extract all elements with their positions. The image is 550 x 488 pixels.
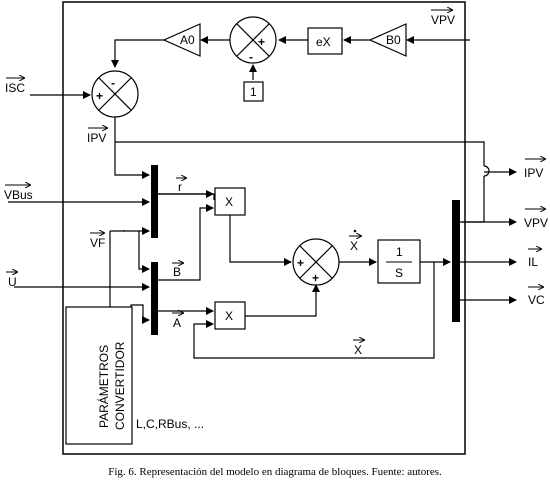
exp-block (307, 27, 343, 55)
signal-ipv-label: IPV (87, 131, 106, 145)
signal-x-label: X (354, 343, 362, 357)
output-vc-label: VC (528, 293, 545, 307)
gain-a0 (162, 23, 201, 57)
signal-xdot-label: X (350, 239, 358, 253)
constant-one-block (243, 81, 264, 102)
multiplier-top-label: X (225, 195, 233, 209)
sum-middle-plus-left: + (297, 256, 304, 270)
mux-bar-bottom (151, 262, 158, 335)
figure-caption: Fig. 6. Representación del modelo en dia… (108, 466, 442, 478)
exp-block-label: eX (316, 35, 331, 49)
sum-isc-plus: + (96, 89, 103, 103)
output-ipv-label: IPV (524, 166, 543, 180)
demux-bar-right (452, 200, 460, 322)
output-il-label: IL (528, 255, 538, 269)
signal-vf-label: VF (90, 236, 105, 250)
sum-isc-minus: - (111, 76, 115, 90)
input-vbus-label: VBus (4, 188, 33, 202)
sum-middle-plus-bottom: + (312, 271, 319, 285)
signal-r-label: r (178, 180, 182, 194)
converter-parameters-block (65, 306, 133, 445)
signal-b-label: B (173, 265, 181, 279)
mux-bar-top (151, 165, 158, 238)
sum-top-plus: + (258, 35, 265, 49)
input-isc-label: ISC (5, 81, 25, 95)
gain-a0-label: A0 (180, 33, 195, 47)
block-diagram: B0 eX + - 1 A0 - + PARÁMETROS CONVERTIDO… (4, 1, 548, 455)
multiplier-top (214, 187, 246, 216)
sum-top-minus: - (249, 50, 253, 64)
multiplier-bottom-label: X (225, 309, 233, 323)
params-subtitle: CONVERTIDOR (113, 341, 127, 430)
constant-one-label: 1 (250, 85, 257, 99)
gain-b0-label: B0 (386, 33, 401, 47)
output-vpv-label: VPV (524, 216, 548, 230)
integrator-numerator: 1 (396, 245, 403, 259)
signal-a-label: A (173, 316, 181, 330)
integrator-denominator: S (395, 266, 403, 280)
params-title: PARÁMETROS (96, 345, 111, 428)
model-frame (62, 1, 466, 455)
params-list: L,C,RBus, ... (136, 417, 204, 431)
input-u-label: U (8, 275, 17, 289)
input-vpv-label: VPV (431, 13, 455, 27)
gain-b0 (368, 23, 407, 57)
